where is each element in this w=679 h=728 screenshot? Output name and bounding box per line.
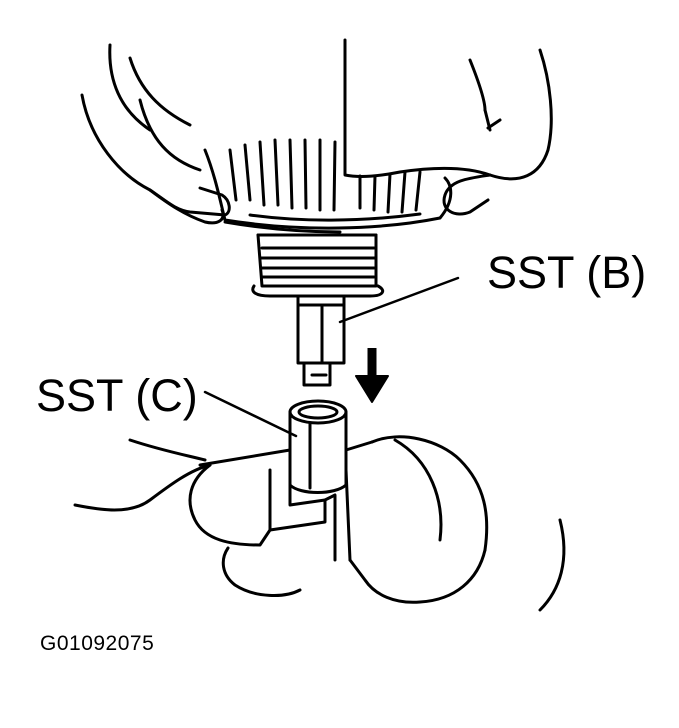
sst-b-leader-line [338,276,460,324]
sst-c-label: SST (C) [36,370,198,421]
alternator-housing [203,138,453,234]
vise-jaws [198,440,374,562]
right-hand-drawing [343,38,553,216]
pulley [251,233,385,298]
down-arrow-icon [355,348,389,403]
sst-b-label: SST (B) [487,247,647,298]
leader-lines [203,276,460,438]
lower-hand-drawing [73,435,566,612]
sst-c-tool [288,399,348,494]
left-hand-drawing [80,43,231,225]
figure-id: G01092075 [40,632,155,655]
sst-b-tool [296,294,346,387]
sst-c-leader-line [203,390,298,438]
